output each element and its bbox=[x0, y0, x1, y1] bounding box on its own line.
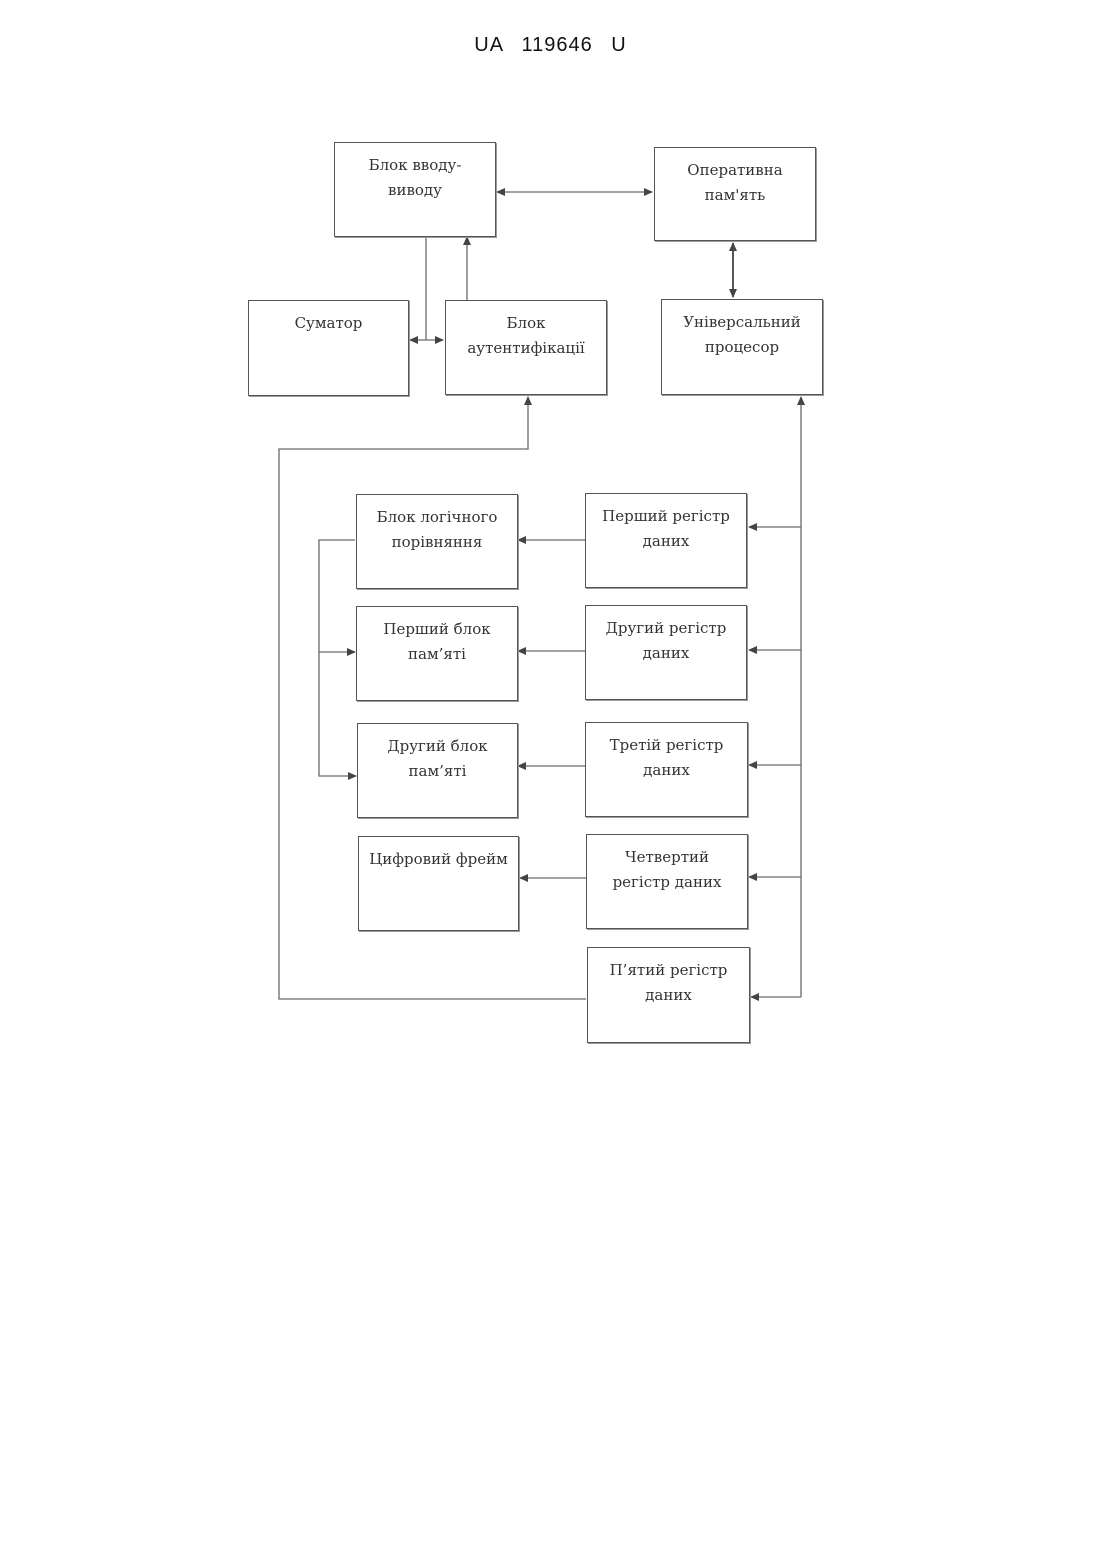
reg3-block-label: Третій регістр даних bbox=[590, 733, 743, 783]
reg1-block-label: Перший регістр даних bbox=[590, 504, 742, 554]
mem1-block: Перший блок пам’яті bbox=[356, 606, 518, 701]
reg4-block: Четвертий регістр даних bbox=[586, 834, 748, 929]
ram-block: Оперативна пам'ять bbox=[654, 147, 816, 241]
cpu-block: Універсальний процесор bbox=[661, 299, 823, 395]
adder-block: Суматор bbox=[248, 300, 409, 396]
io-block-label: Блок вводу- виводу bbox=[339, 153, 491, 203]
reg2-block: Другий регістр даних bbox=[585, 605, 747, 700]
reg5-block-label: П’ятий регістр даних bbox=[592, 958, 745, 1008]
cpu-block-label: Універсальний процесор bbox=[666, 310, 818, 360]
digital-frame-block: Цифровий фрейм bbox=[358, 836, 519, 931]
reg3-block: Третій регістр даних bbox=[585, 722, 748, 817]
io-block: Блок вводу- виводу bbox=[334, 142, 496, 237]
digital-frame-block-label: Цифровий фрейм bbox=[363, 847, 514, 872]
mem1-block-label: Перший блок пам’яті bbox=[361, 617, 513, 667]
logic-compare-block: Блок логічного порівняння bbox=[356, 494, 518, 589]
reg5-block: П’ятий регістр даних bbox=[587, 947, 750, 1043]
ram-block-label: Оперативна пам'ять bbox=[659, 158, 811, 208]
mem2-block-label: Другий блок пам’яті bbox=[362, 734, 513, 784]
auth-block-label: Блок аутентифікації bbox=[450, 311, 602, 361]
auth-block: Блок аутентифікації bbox=[445, 300, 607, 395]
reg4-block-label: Четвертий регістр даних bbox=[591, 845, 743, 895]
adder-block-label: Суматор bbox=[253, 311, 404, 336]
mem2-block: Другий блок пам’яті bbox=[357, 723, 518, 818]
reg1-block: Перший регістр даних bbox=[585, 493, 747, 588]
logic-compare-block-label: Блок логічного порівняння bbox=[361, 505, 513, 555]
reg2-block-label: Другий регістр даних bbox=[590, 616, 742, 666]
wire-logic-mem bbox=[319, 540, 356, 776]
